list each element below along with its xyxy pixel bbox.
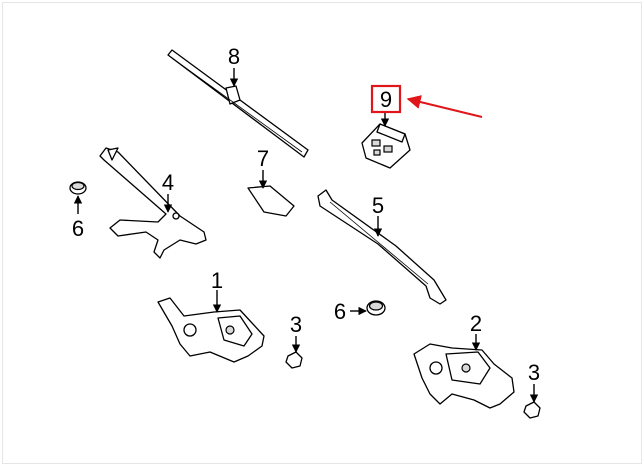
wiper-relay-module-part[interactable] bbox=[361, 123, 411, 169]
callout-8: 8 bbox=[228, 44, 240, 69]
nut-center-part[interactable] bbox=[285, 351, 303, 369]
nut-right-part[interactable] bbox=[523, 401, 541, 419]
wiper-motor-left-part[interactable] bbox=[157, 297, 265, 363]
callout-4: 4 bbox=[162, 170, 174, 195]
callout-3b: 3 bbox=[528, 360, 540, 385]
callout-6b: 6 bbox=[334, 299, 346, 324]
callout-5: 5 bbox=[372, 193, 384, 218]
callout-6a: 6 bbox=[72, 216, 84, 241]
pivot-cap-left-part[interactable] bbox=[69, 181, 87, 195]
arm-cover-cap-part[interactable] bbox=[247, 185, 295, 217]
callout-9: 9 bbox=[380, 87, 392, 112]
wiper-linkage-part[interactable] bbox=[99, 147, 207, 259]
callout-2: 2 bbox=[470, 311, 482, 336]
wiper-arm-part[interactable] bbox=[317, 189, 447, 305]
wiper-motor-right-part[interactable] bbox=[413, 343, 515, 409]
callout-3a: 3 bbox=[290, 312, 302, 337]
pivot-cap-center-part[interactable] bbox=[366, 300, 386, 316]
highlight-box bbox=[370, 84, 402, 114]
callout-7: 7 bbox=[257, 146, 269, 171]
highlight-arrow bbox=[406, 95, 483, 118]
callout-1: 1 bbox=[211, 268, 223, 293]
highlighted-callout-9[interactable]: 9 bbox=[370, 84, 402, 114]
